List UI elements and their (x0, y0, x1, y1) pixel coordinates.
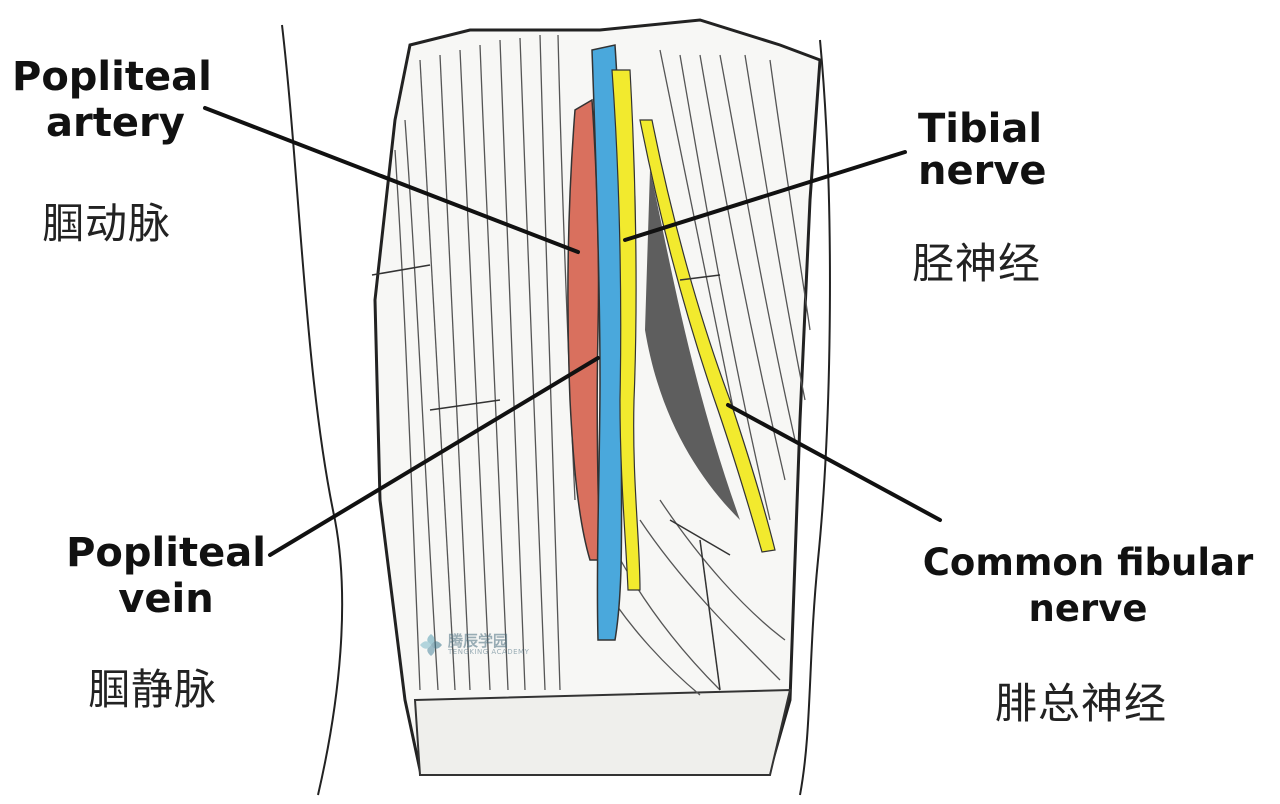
muscle-hatching-left (394, 34, 576, 691)
label-popliteal-artery: Popliteal artery (12, 54, 212, 146)
label-popliteal-vein-cn: 腘静脉 (88, 665, 218, 714)
watermark-en: TENGKING ACADEMY (448, 648, 530, 656)
label-popliteal-vein-line1: Popliteal (66, 530, 266, 576)
label-common-fibular-nerve-cn: 腓总神经 (995, 679, 1168, 728)
small-branches (371, 264, 731, 691)
label-tibial-nerve-cn: 胫神经 (912, 239, 1042, 288)
leg-outline (281, 24, 344, 796)
watermark-cn: 腾辰学园 (448, 632, 509, 650)
leader-tibial-nerve (623, 150, 907, 242)
leader-popliteal-artery (203, 106, 580, 254)
label-popliteal-vein-line2: vein (118, 576, 214, 622)
label-common-fibular-nerve-line2: nerve (1028, 587, 1148, 630)
label-tibial-nerve-line2: nerve (918, 148, 1047, 194)
watermark-logo-icon (420, 634, 442, 656)
watermark: 腾辰学园 TENGKING ACADEMY (418, 632, 529, 658)
label-popliteal-artery-line1: Popliteal (12, 54, 212, 100)
leg-outline-right (799, 39, 831, 796)
common-fibular-nerve-vessel (639, 119, 776, 553)
tibial-nerve-vessel (611, 69, 641, 591)
leader-common-fibular-nerve (726, 403, 942, 522)
skin-flap (413, 688, 792, 776)
label-tibial-nerve: Tibial nerve (918, 108, 1047, 192)
label-common-fibular-nerve: Common fibular nerve (908, 540, 1268, 632)
leader-lines (203, 106, 942, 557)
label-popliteal-artery-line2: artery (46, 100, 185, 146)
label-tibial-nerve-line1: Tibial (918, 106, 1043, 152)
label-popliteal-vein: Popliteal vein (66, 530, 266, 622)
label-popliteal-artery-cn: 腘动脉 (42, 199, 172, 248)
popliteal-fossa (645, 170, 740, 520)
leader-popliteal-vein (268, 356, 600, 557)
label-common-fibular-nerve-line1: Common fibular (922, 541, 1254, 584)
